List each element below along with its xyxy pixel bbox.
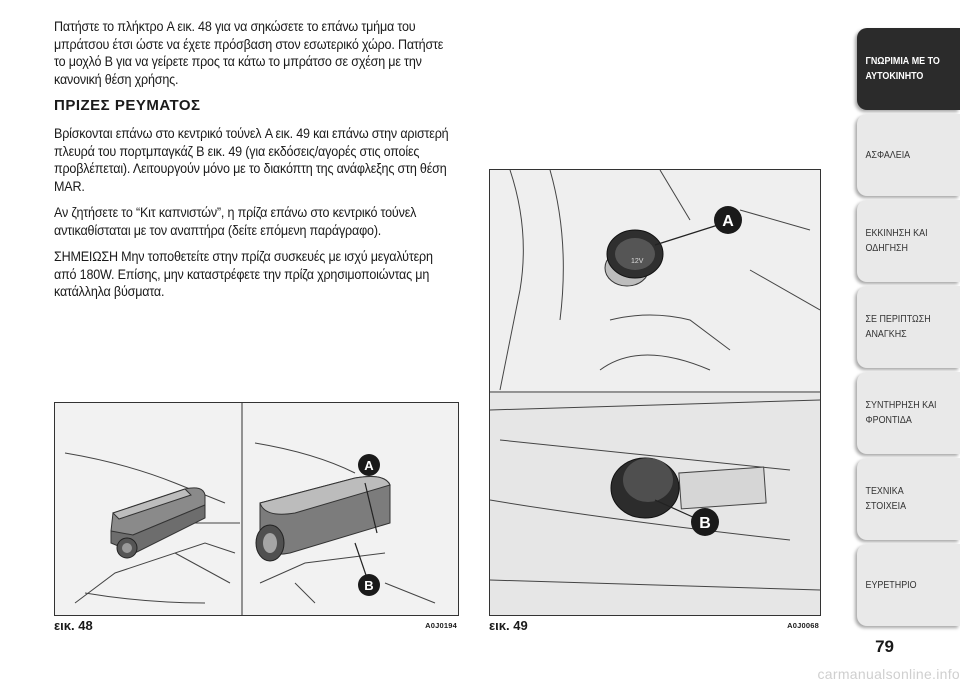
tab-label: ΕΥΡΕΤΗΡΙΟ <box>865 578 917 591</box>
tab-maintenance-care[interactable]: ΣΥΝΤΗΡΗΣΗ ΚΑΙ ΦΡΟΝΤΙΔΑ <box>857 372 960 454</box>
callout-a-label: A <box>364 458 374 473</box>
callout-b-label: B <box>364 578 373 593</box>
fig49-callout-b-label: B <box>699 515 711 532</box>
tab-starting-driving[interactable]: ΕΚΚΙΝΗΣΗ ΚΑΙ ΟΔΗΓΗΣΗ <box>857 200 960 282</box>
paragraph-armrest-instructions: Πατήστε το πλήκτρο A εικ. 48 για να σηκώ… <box>54 19 444 87</box>
body-text-column: Πατήστε το πλήκτρο A εικ. 48 για να σηκώ… <box>54 18 454 310</box>
paragraph-socket-note: ΣΗΜΕΙΩΣΗ Μην τοποθετείτε στην πρίζα συσκ… <box>54 249 433 299</box>
tab-label: ΣΕ ΠΕΡΙΠΤΩΣΗ ΑΝΑΓΚΗΣ <box>865 313 931 340</box>
figure-48-label: εικ. 48 <box>54 617 93 633</box>
figure-48-code: A0J0194 <box>425 620 457 630</box>
paragraph-smokers-kit: Αν ζητήσετε το “Κιτ καπνιστών”, η πρίζα … <box>54 205 417 238</box>
armrest-illustration: A B <box>55 403 458 615</box>
fig49-callout-a-label: A <box>722 213 734 230</box>
tab-label: ΑΣΦΑΛΕΙΑ <box>865 148 911 161</box>
tab-label: ΣΥΝΤΗΡΗΣΗ ΚΑΙ ΦΡΟΝΤΙΔΑ <box>865 399 937 426</box>
tab-label: ΓΝΩΡΙΜΙΑ ΜΕ ΤΟ ΑΥΤΟΚΙΝΗΤΟ <box>865 55 940 82</box>
figure-49-power-sockets: 12V A B <box>489 169 821 616</box>
tab-getting-to-know-car[interactable]: ΓΝΩΡΙΜΙΑ ΜΕ ΤΟ ΑΥΤΟΚΙΝΗΤΟ <box>857 28 960 110</box>
tab-label: ΤΕΧΝΙΚΑ ΣΤΟΙΧΕΙΑ <box>865 485 907 512</box>
section-heading-power-sockets: ΠΡΙΖΕΣ ΡΕΥΜΑΤΟΣ <box>54 97 201 114</box>
figure-49-caption: εικ. 49 A0J0068 <box>489 617 819 633</box>
tab-index[interactable]: ΕΥΡΕΤΗΡΙΟ <box>857 544 960 626</box>
figure-48-armrest: A B <box>54 402 459 616</box>
watermark-text: carmanualsonline.info <box>817 666 960 682</box>
tab-label: ΕΚΚΙΝΗΣΗ ΚΑΙ ΟΔΗΓΗΣΗ <box>865 227 928 254</box>
tab-emergency[interactable]: ΣΕ ΠΕΡΙΠΤΩΣΗ ΑΝΑΓΚΗΣ <box>857 286 960 368</box>
fig49-callout-a-marker <box>714 206 742 234</box>
paragraph-socket-locations: Βρίσκονται επάνω στο κεντρικό τούνελ A ε… <box>54 126 449 194</box>
chapter-tabs: ΓΝΩΡΙΜΙΑ ΜΕ ΤΟ ΑΥΤΟΚΙΝΗΤΟ ΑΣΦΑΛΕΙΑ ΕΚΚΙΝ… <box>857 28 960 630</box>
callout-a-marker <box>358 454 380 476</box>
callout-b-marker <box>358 574 380 596</box>
page-number: 79 <box>875 637 894 656</box>
figure-49-code: A0J0068 <box>787 620 819 630</box>
figure-48-caption: εικ. 48 A0J0194 <box>54 617 457 633</box>
tab-technical-data[interactable]: ΤΕΧΝΙΚΑ ΣΤΟΙΧΕΙΑ <box>857 458 960 540</box>
socket-a-text: 12V <box>631 258 644 265</box>
tab-safety[interactable]: ΑΣΦΑΛΕΙΑ <box>857 114 960 196</box>
fig49-callout-b-marker <box>691 508 719 536</box>
figure-49-label: εικ. 49 <box>489 617 528 633</box>
sockets-illustration: 12V A B <box>490 170 820 615</box>
